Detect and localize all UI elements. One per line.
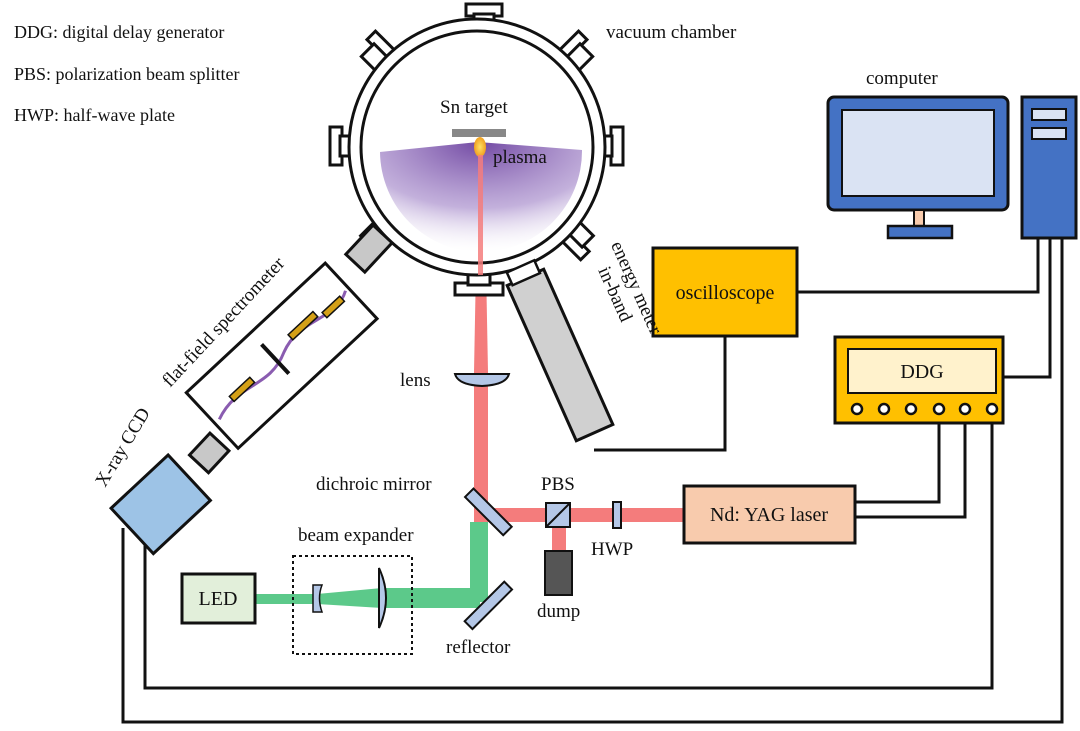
flat-field-spectrometer xyxy=(184,261,380,451)
label-reflector: reflector xyxy=(446,637,511,658)
xray-ccd-body xyxy=(108,452,213,556)
led-beam xyxy=(255,522,488,608)
laser-beam-horizontal xyxy=(474,508,684,522)
laser-beam xyxy=(474,160,684,552)
expander-lens-convex xyxy=(378,567,387,629)
ddg-port-4 xyxy=(932,402,946,416)
cable-ddg-laser-1 xyxy=(855,410,941,504)
ddg-port-5 xyxy=(958,402,972,416)
drive-bay-1 xyxy=(1031,108,1067,121)
ddg-port-1 xyxy=(850,402,864,416)
cables xyxy=(121,238,1064,724)
nd-yag-laser xyxy=(682,484,857,545)
spectrometer-optic-3 xyxy=(321,295,346,319)
computer xyxy=(826,95,1078,240)
label-dump: dump xyxy=(537,601,580,622)
energy-meter-body xyxy=(505,267,615,443)
legend-hwp: HWP: half-wave plate xyxy=(14,105,175,125)
vacuum-chamber xyxy=(328,2,625,297)
label-dichroic-mirror: dichroic mirror xyxy=(316,474,432,495)
pbs-diagonal xyxy=(545,502,571,528)
label-nd-yag-laser: Nd: YAG laser xyxy=(710,504,828,526)
legend-pbs: PBS: polarization beam splitter xyxy=(14,64,239,84)
sn-target xyxy=(452,129,506,137)
cable-ddg-laser-2 xyxy=(855,410,967,519)
label-vacuum-chamber: vacuum chamber xyxy=(606,22,737,43)
beam-expander-box xyxy=(292,555,413,655)
ddg-port-6 xyxy=(985,402,999,416)
hwp xyxy=(612,501,622,529)
ccd-neck-tube xyxy=(187,430,232,475)
label-oscilloscope: oscilloscope xyxy=(676,282,775,304)
energy-meter-neck xyxy=(505,258,542,287)
label-sn-target: Sn target xyxy=(440,97,508,118)
label-led: LED xyxy=(199,588,238,610)
cable-oscilloscope-computer xyxy=(797,238,1040,294)
label-hwp: HWP xyxy=(591,539,633,560)
drive-bay-2 xyxy=(1031,127,1067,140)
label-computer: computer xyxy=(866,68,938,89)
label-ddg: DDG xyxy=(900,361,943,383)
led-beam-short xyxy=(255,594,317,604)
label-beam-expander: beam expander xyxy=(298,525,414,546)
cable-ddg-computer xyxy=(1003,238,1052,379)
expander-lens-concave xyxy=(312,584,324,613)
led xyxy=(180,572,257,625)
led-beam-vertical xyxy=(470,522,488,602)
spectrometer-optic-1 xyxy=(228,376,256,403)
focused-beam xyxy=(478,155,483,275)
ddg xyxy=(833,335,1005,425)
xray-ccd xyxy=(108,452,213,556)
spectrometer-optic-2 xyxy=(287,310,319,341)
ddg-port-2 xyxy=(877,402,891,416)
cable-meter-oscilloscope xyxy=(594,337,727,452)
ddg-display xyxy=(847,348,997,394)
monitor-base xyxy=(886,224,954,240)
label-plasma: plasma xyxy=(493,147,547,168)
spectrometer-inlet xyxy=(343,222,395,275)
laser-beam-to-dump xyxy=(552,522,566,552)
led-beam-expand xyxy=(317,588,382,608)
ddg-port-3 xyxy=(904,402,918,416)
label-pbs: PBS xyxy=(541,474,575,495)
cable-ddg-ccd-1 xyxy=(143,410,994,690)
led-beam-wide xyxy=(382,588,480,608)
ccd-neck xyxy=(187,430,232,475)
lens xyxy=(453,373,511,388)
dichroic-mirror xyxy=(463,487,514,537)
beam-dump xyxy=(544,550,573,596)
inlet-tube xyxy=(343,222,395,275)
legend: DDG: digital delay generator PBS: polari… xyxy=(14,22,239,125)
oscilloscope xyxy=(651,246,799,338)
plasma-spark xyxy=(474,137,486,157)
monitor-screen xyxy=(841,109,995,197)
spectrometer-slit xyxy=(260,343,291,376)
monitor-stand xyxy=(913,209,925,227)
energy-meter xyxy=(505,258,615,443)
legend-ddg: DDG: digital delay generator xyxy=(14,22,224,42)
laser-beam-vertical xyxy=(474,372,488,516)
reflector xyxy=(463,580,514,631)
label-lens: lens xyxy=(400,370,431,391)
cable-ddg-ccd-2 xyxy=(121,238,1064,724)
pbs xyxy=(545,502,571,528)
